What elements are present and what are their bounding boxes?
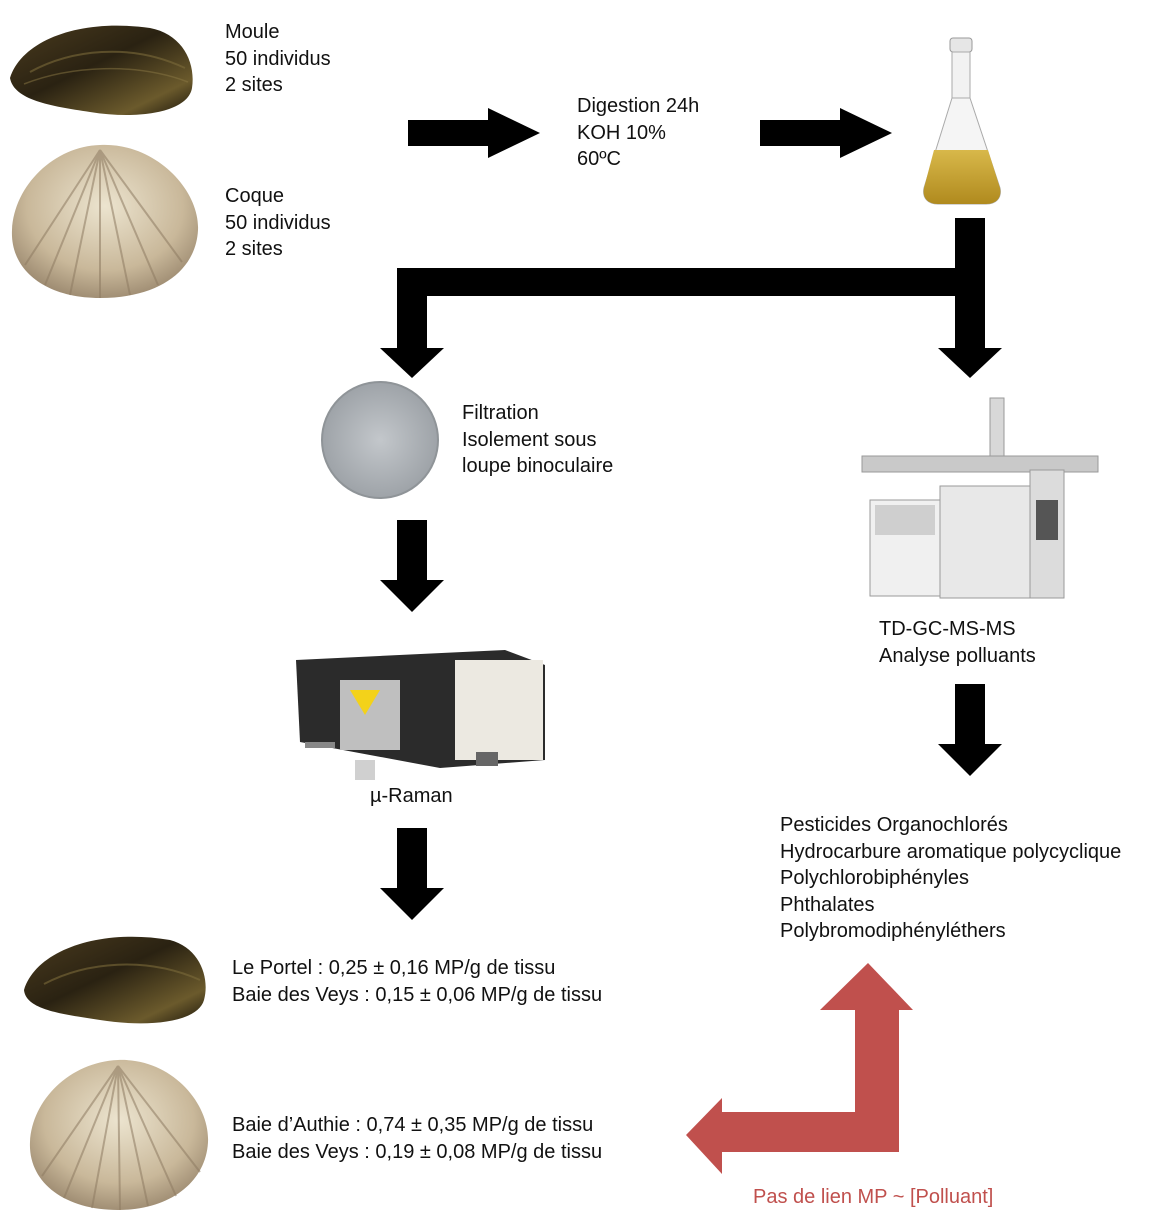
gcms-instrument-image — [861, 397, 1099, 599]
mussel-count: 50 individus — [225, 47, 331, 70]
arrow-to-results — [380, 828, 444, 920]
cockle-result-baie-authie: Baie d’Authie : 0,74 ± 0,35 MP/g de tiss… — [232, 1114, 594, 1136]
arrow-to-pollutants — [938, 684, 1002, 776]
cockle-sites: 2 sites — [225, 238, 283, 260]
cockle-bottom-image — [29, 1059, 209, 1211]
digestion-line-2: KOH 10% — [577, 121, 666, 144]
mussel-result-baie-des-veys: Baie des Veys : 0,15 ± 0,06 MP/g de tiss… — [232, 983, 603, 1006]
mussel-results: Le Portel : 0,25 ± 0,16 MP/g de tissu Ba… — [232, 955, 602, 1008]
mussel-name: Moule — [225, 21, 280, 43]
cockle-count: 50 individus — [225, 211, 331, 234]
arrow-to-digestion — [408, 108, 540, 158]
pollutant-item: Pesticides Organochlorés — [780, 814, 1008, 836]
arrow-to-flask — [760, 108, 892, 158]
no-link-arrow — [686, 963, 913, 1174]
arrow-to-raman — [380, 520, 444, 612]
filter-image — [321, 381, 439, 499]
filtration-line-2: Isolement sous — [462, 428, 597, 451]
gcms-line-2: Analyse polluants — [879, 644, 1036, 667]
cockle-results: Baie d’Authie : 0,74 ± 0,35 MP/g de tiss… — [232, 1112, 602, 1165]
filtration-line-3: loupe binoculaire — [462, 455, 614, 477]
filtration-info: Filtration Isolement sous loupe binocula… — [462, 400, 613, 480]
filtration-line-1: Filtration — [462, 402, 539, 424]
gcms-line-1: TD-GC-MS-MS — [879, 618, 1016, 640]
cockle-name: Coque — [225, 185, 284, 207]
pollutant-item: Polychlorobiphényles — [780, 867, 970, 889]
mussel-sites: 2 sites — [225, 74, 283, 96]
flask-image — [923, 37, 1001, 205]
digestion-line-1: Digestion 24h — [577, 95, 700, 117]
cockle-info: Coque 50 individus 2 sites — [225, 183, 331, 263]
cockle-top-image — [11, 144, 199, 298]
mussel-result-le-portel: Le Portel : 0,25 ± 0,16 MP/g de tissu — [232, 957, 556, 979]
cockle-result-baie-des-veys: Baie des Veys : 0,19 ± 0,08 MP/g de tiss… — [232, 1140, 603, 1163]
pollutant-list: Pesticides Organochlorés Hydrocarbure ar… — [780, 812, 1121, 945]
mussel-bottom-image — [24, 936, 206, 1024]
conclusion-text: Pas de lien MP ~ [Polluant] — [753, 1186, 994, 1208]
mussel-top-image — [10, 25, 193, 116]
digestion-info: Digestion 24h KOH 10% 60ºC — [577, 93, 699, 173]
digestion-line-3: 60ºC — [577, 148, 621, 170]
pollutant-item: Hydrocarbure aromatique polycyclique — [780, 840, 1122, 863]
raman-label: µ-Raman — [370, 785, 453, 807]
pollutant-item: Polybromodiphényléthers — [780, 920, 1006, 942]
split-arrow — [380, 218, 1002, 378]
mussel-info: Moule 50 individus 2 sites — [225, 19, 331, 99]
pollutant-item: Phthalates — [780, 893, 875, 916]
gcms-info: TD-GC-MS-MS Analyse polluants — [879, 616, 1036, 669]
raman-instrument-image — [296, 650, 545, 780]
